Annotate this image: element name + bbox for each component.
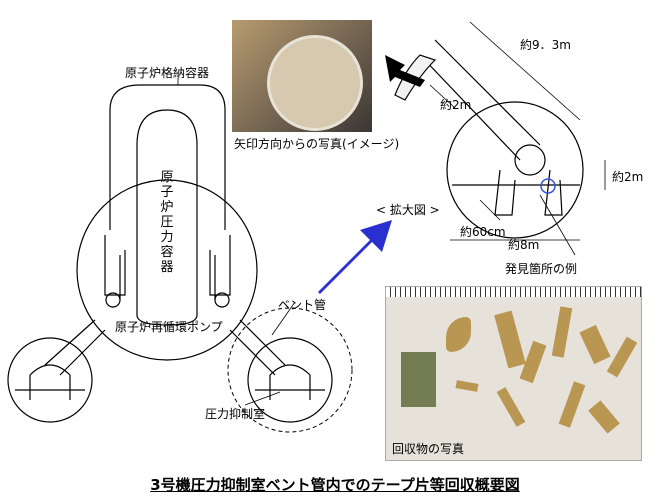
enlarge-target-circle (227, 307, 353, 433)
containment-outline (109, 84, 226, 230)
arrow-direction-photo (232, 20, 372, 132)
label-recirc-pump: 原子炉再循環ポンプ (115, 320, 223, 334)
label-dim-8m: 約8m (508, 238, 540, 252)
recirc-pump-left (105, 292, 121, 308)
label-pressure-vessel: 原子炉圧力容器 (160, 170, 174, 275)
found-location-circle (540, 178, 556, 194)
label-suppression-chamber: 圧力抑制室 (205, 407, 266, 421)
suppression-chamber-right (247, 337, 333, 423)
label-dim-2m-right: 約2m (612, 170, 644, 184)
recovered-items-photo (385, 286, 642, 461)
label-arrow-photo-caption: 矢印方向からの写真(イメージ) (234, 137, 400, 151)
label-dim-60cm: 約60cm (460, 225, 506, 239)
enlarged-chamber (446, 101, 584, 239)
label-dim-2m-top: 約2m (440, 98, 472, 112)
containment-sphere (76, 179, 258, 361)
label-found-location: 発見箇所の例 (505, 262, 578, 276)
pressure-vessel (136, 109, 198, 326)
label-containment-vessel: 原子炉格納容器 (125, 66, 210, 80)
photo-direction-arrow (385, 55, 425, 87)
vent-pipe-left (44, 319, 106, 376)
label-enlarged-view: < 拡大図 > (376, 203, 440, 217)
recirc-pump-right (214, 292, 230, 308)
label-vent-pipe: ベント管 (278, 298, 327, 312)
label-dim-9-3m: 約9．3m (520, 38, 571, 52)
enlarge-arrow (318, 220, 392, 294)
suppression-chamber-left (7, 337, 93, 423)
label-recovered-caption: 回収物の写真 (392, 442, 465, 456)
page-title: 3号機圧力抑制室ベント管内でのテープ片等回収概要図 (150, 476, 520, 494)
vent-pipe-right (229, 319, 286, 376)
